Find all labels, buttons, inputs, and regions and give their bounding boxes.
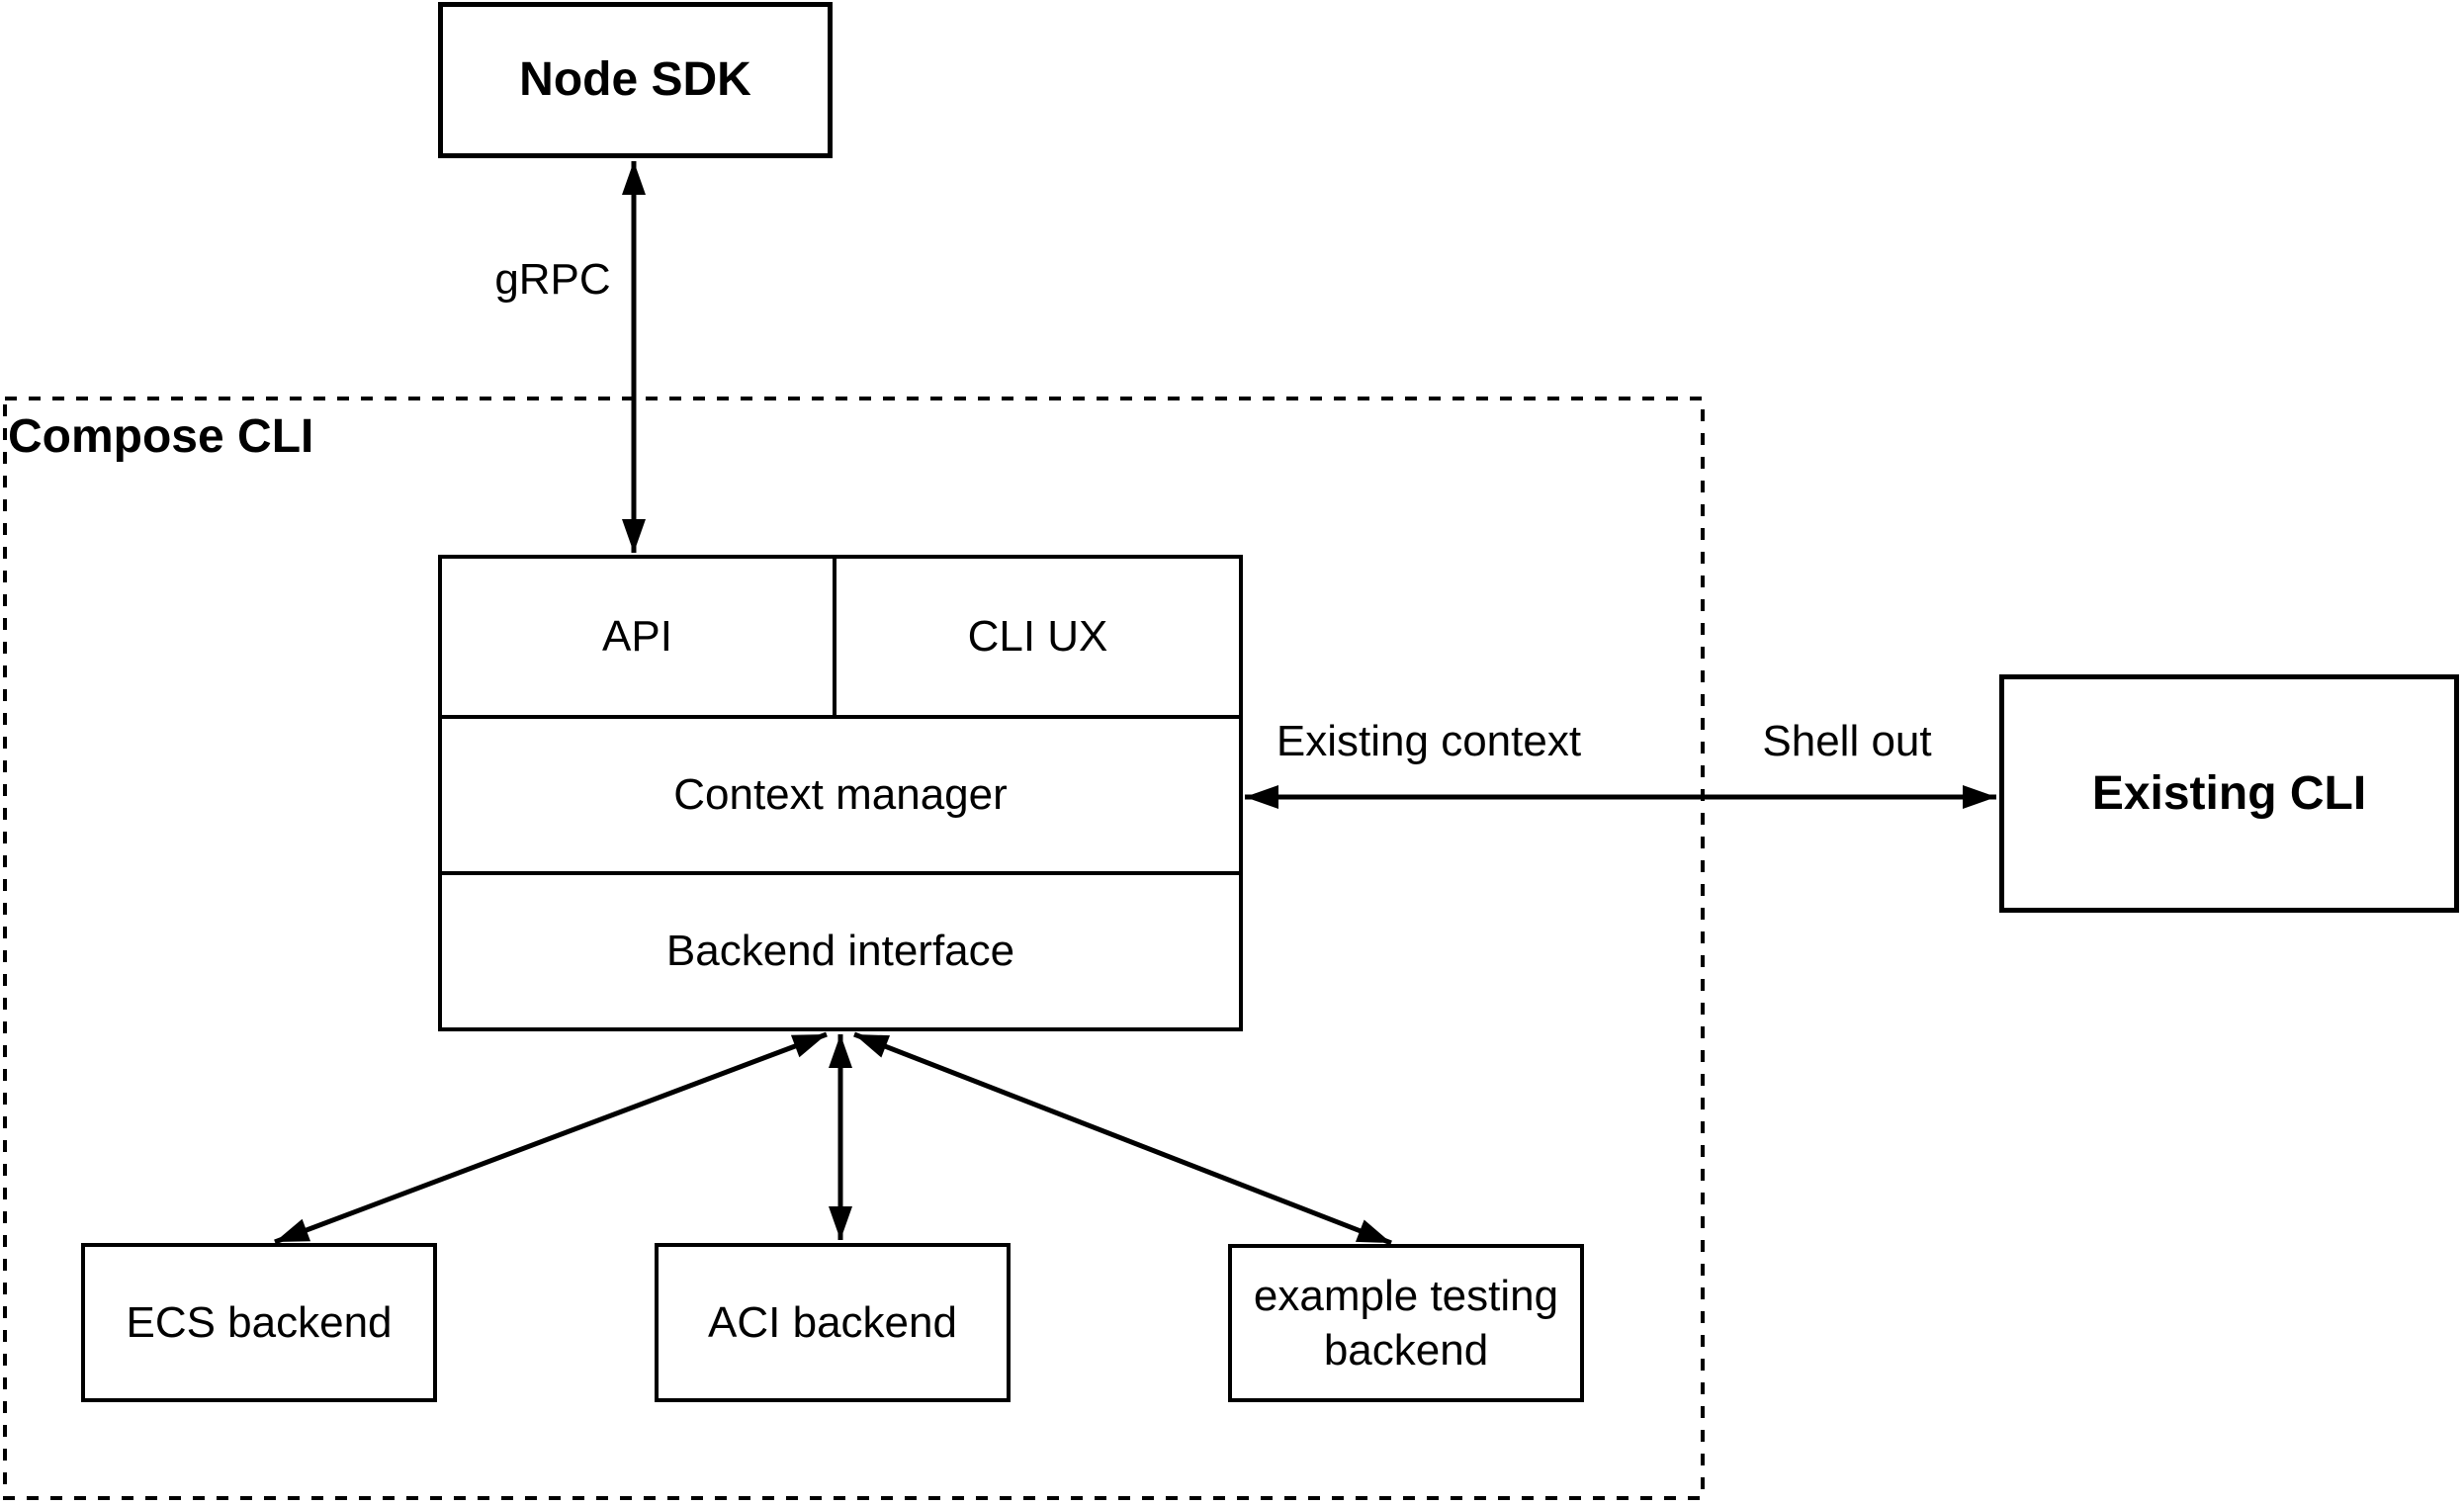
compose-cli-group-label: Compose CLI — [8, 410, 314, 463]
cli-ux-box: CLI UX — [833, 559, 1239, 715]
existing-context-edge-label: Existing context — [1276, 717, 1582, 765]
existing-cli-label: Existing CLI — [2091, 766, 2367, 820]
node-sdk-label: Node SDK — [519, 53, 751, 106]
backend-interface-label: Backend interface — [665, 927, 1015, 975]
existing-cli-box: Existing CLI — [1999, 674, 2459, 913]
example-testing-backend-label: example testing backend — [1253, 1272, 1559, 1374]
context-manager-box: Context manager — [442, 715, 1239, 871]
backend-interface-box: Backend interface — [442, 871, 1239, 1027]
node-sdk-box: Node SDK — [438, 2, 833, 158]
context-manager-label: Context manager — [673, 770, 1008, 819]
compose-cli-core-box: API CLI UX Context manager Backend inter… — [438, 555, 1243, 1031]
aci-backend-label: ACI backend — [708, 1298, 957, 1347]
api-cliux-row: API CLI UX — [442, 559, 1239, 715]
api-box: API — [442, 559, 833, 715]
cli-ux-label: CLI UX — [967, 612, 1108, 661]
aci-backend-box: ACI backend — [655, 1243, 1011, 1402]
api-label: API — [602, 612, 672, 661]
grpc-edge-label: gRPC — [494, 255, 611, 304]
ecs-backend-box: ECS backend — [81, 1243, 437, 1402]
example-testing-backend-box: example testing backend — [1228, 1244, 1584, 1402]
ecs-backend-arrow — [274, 1031, 828, 1245]
ecs-backend-label: ECS backend — [126, 1298, 393, 1347]
example-testing-backend-arrow — [853, 1031, 1392, 1246]
shell-out-edge-label: Shell out — [1762, 717, 1932, 765]
